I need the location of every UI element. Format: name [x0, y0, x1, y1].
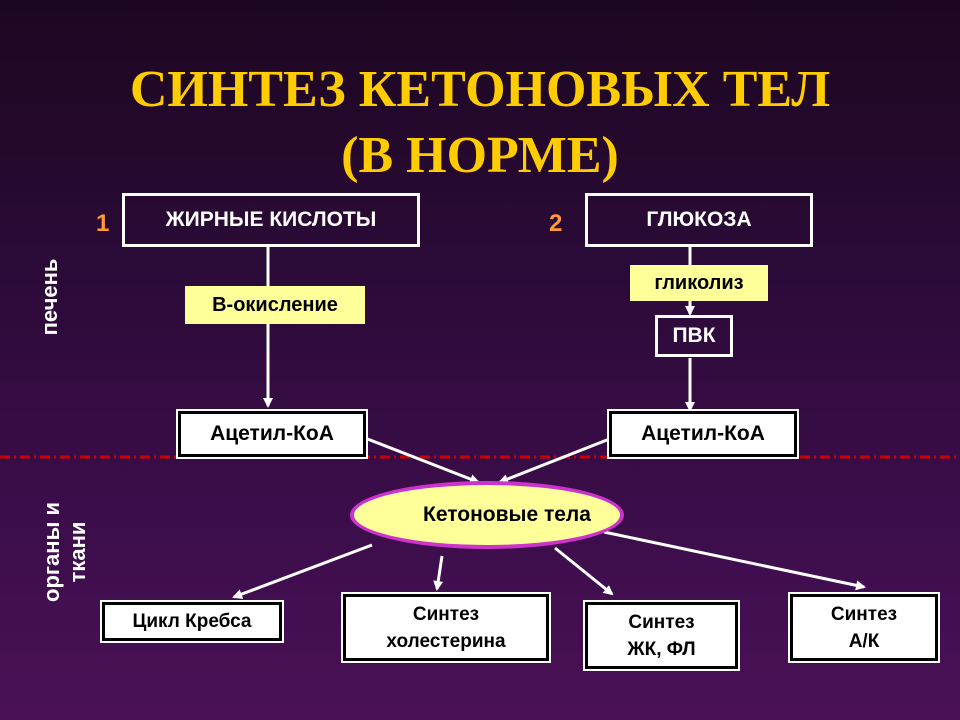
arrow-ketone-to-fa	[554, 546, 614, 596]
acetyl-coa-left-box: Ацетил-КоА	[176, 409, 368, 459]
arrow-acetyl-right-to-ketone	[498, 436, 613, 484]
arrow-ketone-to-chol	[433, 555, 444, 591]
fatty-acids-label: ЖИРНЫЕ КИСЛОТЫ	[165, 208, 377, 231]
title-line-2: (В НОРМЕ)	[341, 127, 619, 184]
organs-line-2: ткани	[65, 521, 90, 583]
krebs-cycle-box: Цикл Кребса	[100, 600, 284, 643]
fatty-acid-line-1: Синтез	[628, 611, 695, 633]
ketone-bodies-label: Кетоновые тела	[423, 503, 591, 526]
beta-oxidation-label: B-окисление	[185, 286, 365, 324]
page-title: СИНТЕЗ КЕТОНОВЫХ ТЕЛ (В НОРМЕ)	[0, 60, 960, 186]
ak-line-1: Синтез	[830, 603, 898, 625]
acetyl-coa-right-label: Ацетил-КоА	[641, 422, 765, 445]
arrow-acetyl-left-to-ketone	[364, 436, 480, 484]
fatty-acid-line-2: ЖК, ФЛ	[627, 638, 696, 660]
liver-side-label: печень	[37, 258, 62, 336]
organs-side-label: органы и ткани	[39, 492, 91, 612]
organs-line-1: органы и	[39, 502, 64, 602]
cholesterol-line-2: холестерина	[386, 630, 506, 652]
arrow-ketone-to-ak	[603, 530, 866, 591]
cholesterol-synthesis-box: Синтез холестерина	[341, 592, 551, 663]
ketone-bodies-ellipse: Кетоновые тела	[350, 481, 624, 549]
cholesterol-line-1: Синтез	[412, 603, 480, 625]
krebs-cycle-label: Цикл Кребса	[132, 610, 252, 632]
pvk-label: ПВК	[672, 324, 716, 347]
number-2: 2	[549, 210, 563, 237]
acetyl-coa-left-label: Ацетил-КоА	[210, 422, 334, 445]
ak-line-2: А/К	[848, 630, 880, 652]
number-1: 1	[96, 210, 110, 237]
title-line-1: СИНТЕЗ КЕТОНОВЫХ ТЕЛ	[129, 61, 831, 118]
glycolysis-label: гликолиз	[630, 265, 768, 301]
glucose-label: ГЛЮКОЗА	[646, 208, 752, 231]
arrow-ketone-to-krebs	[232, 543, 373, 599]
fatty-acid-synthesis-box: Синтез ЖК, ФЛ	[583, 600, 740, 671]
glucose-box: ГЛЮКОЗА	[585, 193, 813, 247]
acetyl-coa-right-box: Ацетил-КоА	[607, 409, 799, 459]
pvk-box: ПВК	[655, 315, 733, 357]
fatty-acids-box: ЖИРНЫЕ КИСЛОТЫ	[122, 193, 420, 247]
ak-synthesis-box: Синтез А/К	[788, 592, 940, 663]
